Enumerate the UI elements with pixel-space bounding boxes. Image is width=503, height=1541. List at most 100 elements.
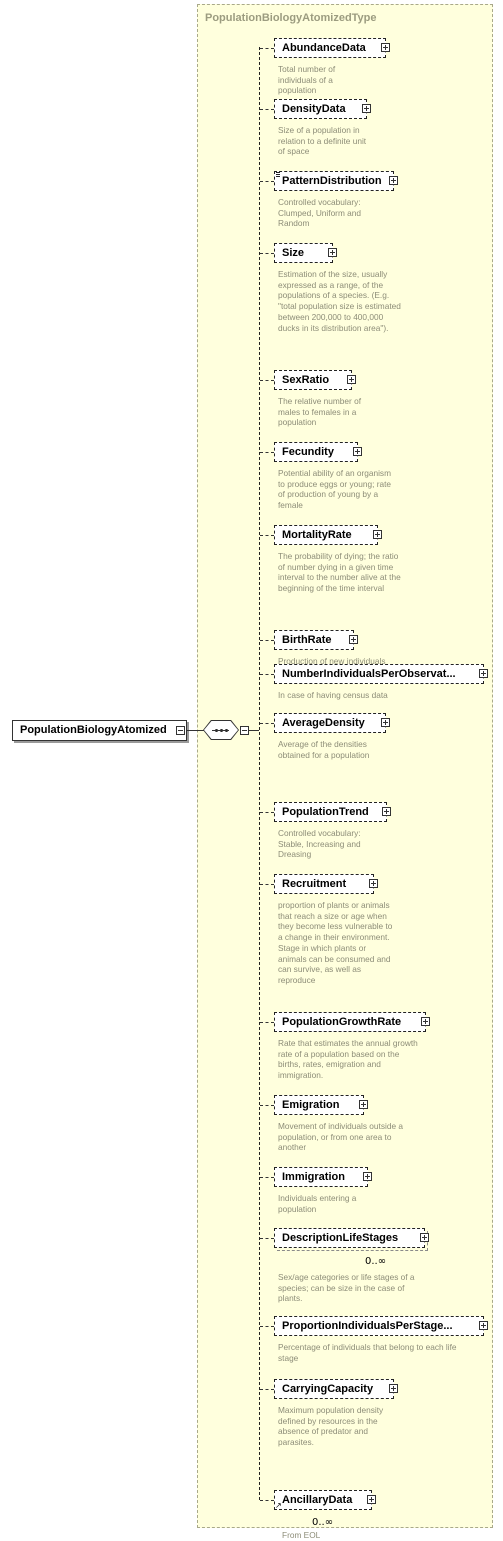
element-connector xyxy=(260,1389,274,1390)
root-element-box[interactable]: PopulationBiologyAtomized xyxy=(12,720,187,741)
expand-icon[interactable] xyxy=(389,1384,398,1393)
element-box[interactable]: NumberIndividualsPerObservat... xyxy=(274,664,484,684)
element-connector xyxy=(260,1500,274,1501)
expand-icon[interactable] xyxy=(353,447,362,456)
element-label: Immigration xyxy=(282,1171,345,1183)
expand-icon[interactable] xyxy=(349,635,358,644)
element-connector xyxy=(260,181,274,182)
element-label: BirthRate xyxy=(282,634,332,646)
cardinality-label: 0..∞ xyxy=(365,1256,387,1267)
element-connector xyxy=(260,380,274,381)
complex-type-title: PopulationBiologyAtomizedType xyxy=(205,12,377,24)
expand-icon[interactable] xyxy=(347,375,356,384)
element-box[interactable]: AbundanceData xyxy=(274,38,386,58)
expand-icon[interactable] xyxy=(359,1100,368,1109)
element-connector xyxy=(260,452,274,453)
element-connector xyxy=(260,535,274,536)
element-description: Total number of individuals of a populat… xyxy=(278,64,336,96)
simple-content-icon xyxy=(276,176,280,177)
sequence-line xyxy=(212,730,229,731)
element-box[interactable]: ProportionIndividualsPerStage... xyxy=(274,1316,484,1336)
element-connector xyxy=(260,1022,274,1023)
expand-icon[interactable] xyxy=(382,807,391,816)
expand-icon[interactable] xyxy=(367,1495,376,1504)
element-box[interactable]: MortalityRate xyxy=(274,525,378,545)
element-label: MortalityRate xyxy=(282,529,352,541)
expand-icon[interactable] xyxy=(389,176,398,185)
element-description: Controlled vocabulary: Clumped, Uniform … xyxy=(278,197,362,229)
expand-icon[interactable] xyxy=(369,879,378,888)
element-description: Estimation of the size, usually expresse… xyxy=(278,269,401,333)
element-connector xyxy=(260,1177,274,1178)
element-box[interactable]: PopulationTrend xyxy=(274,802,387,822)
element-label: Size xyxy=(282,247,305,259)
expand-icon[interactable] xyxy=(479,1321,488,1330)
element-label: DescriptionLifeStages xyxy=(282,1232,399,1244)
element-description: In case of having census data xyxy=(278,690,388,700)
element-box[interactable]: Recruitment xyxy=(274,874,374,894)
element-label: AncillaryData xyxy=(282,1494,353,1506)
element-box[interactable]: PopulationGrowthRate xyxy=(274,1012,426,1032)
element-box[interactable]: CarryingCapacity xyxy=(274,1379,394,1399)
element-connector xyxy=(260,812,274,813)
element-box[interactable]: AncillaryData xyxy=(274,1490,372,1510)
element-connector xyxy=(260,723,274,724)
expand-icon[interactable] xyxy=(381,718,390,727)
element-label: SexRatio xyxy=(282,374,330,386)
element-description: proportion of plants or animals that rea… xyxy=(278,900,393,985)
expand-icon[interactable] xyxy=(421,1017,430,1026)
element-box[interactable]: Emigration xyxy=(274,1095,364,1115)
expand-icon[interactable] xyxy=(479,669,488,678)
element-label: Fecundity xyxy=(282,446,334,458)
sequence-backbone-line xyxy=(259,47,260,1500)
element-box[interactable]: Fecundity xyxy=(274,442,358,462)
element-description: Potential ability of an organism to prod… xyxy=(278,468,392,511)
element-label: ProportionIndividualsPerStage... xyxy=(282,1320,453,1332)
element-label: PopulationTrend xyxy=(282,806,369,818)
element-label: Emigration xyxy=(282,1099,340,1111)
expand-icon[interactable] xyxy=(373,530,382,539)
element-connector xyxy=(260,640,274,641)
connector-line xyxy=(187,730,204,731)
element-box[interactable]: AverageDensity xyxy=(274,713,386,733)
expand-icon[interactable] xyxy=(381,43,390,52)
expand-icon[interactable] xyxy=(363,1172,372,1181)
element-connector xyxy=(260,253,274,254)
element-box[interactable]: PatternDistribution xyxy=(274,171,394,191)
simple-content-icon xyxy=(276,174,280,175)
element-connector xyxy=(260,674,274,675)
element-connector xyxy=(260,48,274,49)
expand-icon[interactable] xyxy=(328,248,337,257)
element-description: Maximum population density defined by re… xyxy=(278,1405,384,1448)
element-box[interactable]: Size xyxy=(274,243,333,263)
element-description: Movement of individuals outside a popula… xyxy=(278,1121,403,1153)
collapse-icon[interactable] xyxy=(176,726,185,735)
element-box[interactable]: DescriptionLifeStages xyxy=(274,1228,425,1248)
element-label: DensityData xyxy=(282,103,346,115)
element-connector xyxy=(260,109,274,110)
element-label: AbundanceData xyxy=(282,42,366,54)
element-description: The probability of dying; the ratio of n… xyxy=(278,551,401,594)
expand-icon[interactable] xyxy=(362,104,371,113)
element-description: Individuals entering a population xyxy=(278,1193,357,1214)
element-label: NumberIndividualsPerObservat... xyxy=(282,668,456,680)
element-box[interactable]: BirthRate xyxy=(274,630,354,650)
element-box[interactable]: DensityData xyxy=(274,99,367,119)
reference-arrow-icon: ↗ xyxy=(275,1501,282,1510)
expand-icon[interactable] xyxy=(420,1233,429,1242)
element-connector xyxy=(260,1238,274,1239)
element-box[interactable]: SexRatio xyxy=(274,370,352,390)
element-label: AverageDensity xyxy=(282,717,365,729)
cardinality-label: 0..∞ xyxy=(312,1517,334,1528)
collapse-icon[interactable] xyxy=(240,726,249,735)
element-label: CarryingCapacity xyxy=(282,1383,374,1395)
element-connector xyxy=(260,884,274,885)
element-description: Sex/age categories or life stages of a s… xyxy=(278,1272,415,1304)
element-description: The relative number of males to females … xyxy=(278,396,362,428)
element-description: Controlled vocabulary: Stable, Increasin… xyxy=(278,828,361,860)
element-connector xyxy=(260,1326,274,1327)
element-label: PopulationGrowthRate xyxy=(282,1016,402,1028)
element-box[interactable]: Immigration xyxy=(274,1167,368,1187)
element-description: Average of the densities obtained for a … xyxy=(278,739,370,760)
simple-content-icon xyxy=(276,172,280,173)
